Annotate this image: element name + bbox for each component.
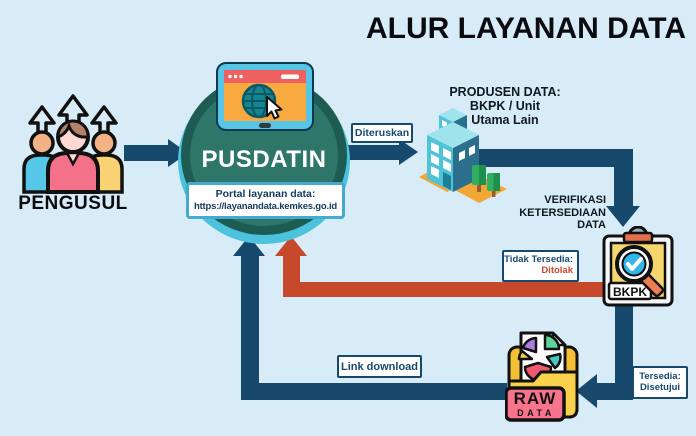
tersedia-label: Tersedia: Disetujui [632,366,688,399]
arrowhead-produsen-to-verifikasi [606,206,640,227]
arrowhead-verifikasi-to-raw [576,374,597,408]
tree-icon [472,165,486,192]
page-title: ALUR LAYANAN DATA [365,12,686,45]
pengusul-label: PENGUSUL [18,193,128,214]
browser-titlebar [224,70,306,83]
verifikasi-label: VERIFIKASI KETERSEDIAAN DATA [519,194,606,231]
browser-laptop-icon [216,62,314,131]
arrow-raw-to-pusdatin-h [241,383,507,400]
building-icon [419,108,507,203]
cursor-icon [266,96,283,120]
arrow-reject-v [283,254,300,290]
growth-arrow-icon [90,105,118,145]
arrow-produsen-to-verifikasi-v [614,155,633,207]
raw-data-badge [505,386,566,422]
arrowhead-pusdatin-to-produsen [399,139,418,165]
pengusul-people-icon [22,94,124,194]
growth-arrow-icon [28,105,56,145]
diteruskan-label: Diteruskan [351,123,413,143]
pusdatin-label: PUSDATIN [201,146,327,173]
tree-icon [487,173,500,197]
arrow-raw-to-pusdatin-v [241,255,259,400]
arrow-verifikasi-to-raw-v [615,300,633,400]
arrow-pengusul-to-pusdatin [124,145,170,161]
arrow-verifikasi-to-raw-h [596,383,633,400]
arrow-produsen-to-verifikasi-h [468,149,633,167]
link-download-label: Link download [337,355,422,378]
portal-url: https://layanandata.kemkes.go.id [193,201,337,213]
bkpk-badge: BKPK [613,285,647,299]
check-icon [626,257,643,271]
bkpk-clipboard-verify-icon: BKPK [602,226,674,307]
arrow-reject-h [283,282,605,297]
data-text: DATA [517,408,555,418]
raw-data-folder-icon: RAW DATA [505,331,579,422]
tidak-tersedia-label: Tidak Tersedia: Ditolak [502,250,579,282]
portal-url-box: Portal layanan data: https://layanandata… [186,182,345,219]
portal-caption: Portal layanan data: [215,188,316,200]
building-door [443,172,451,190]
produsen-data-label: PRODUSEN DATA: BKPK / Unit Utama Lain [449,85,561,127]
raw-text: RAW [514,389,557,408]
arrow-pusdatin-to-produsen [346,145,401,160]
